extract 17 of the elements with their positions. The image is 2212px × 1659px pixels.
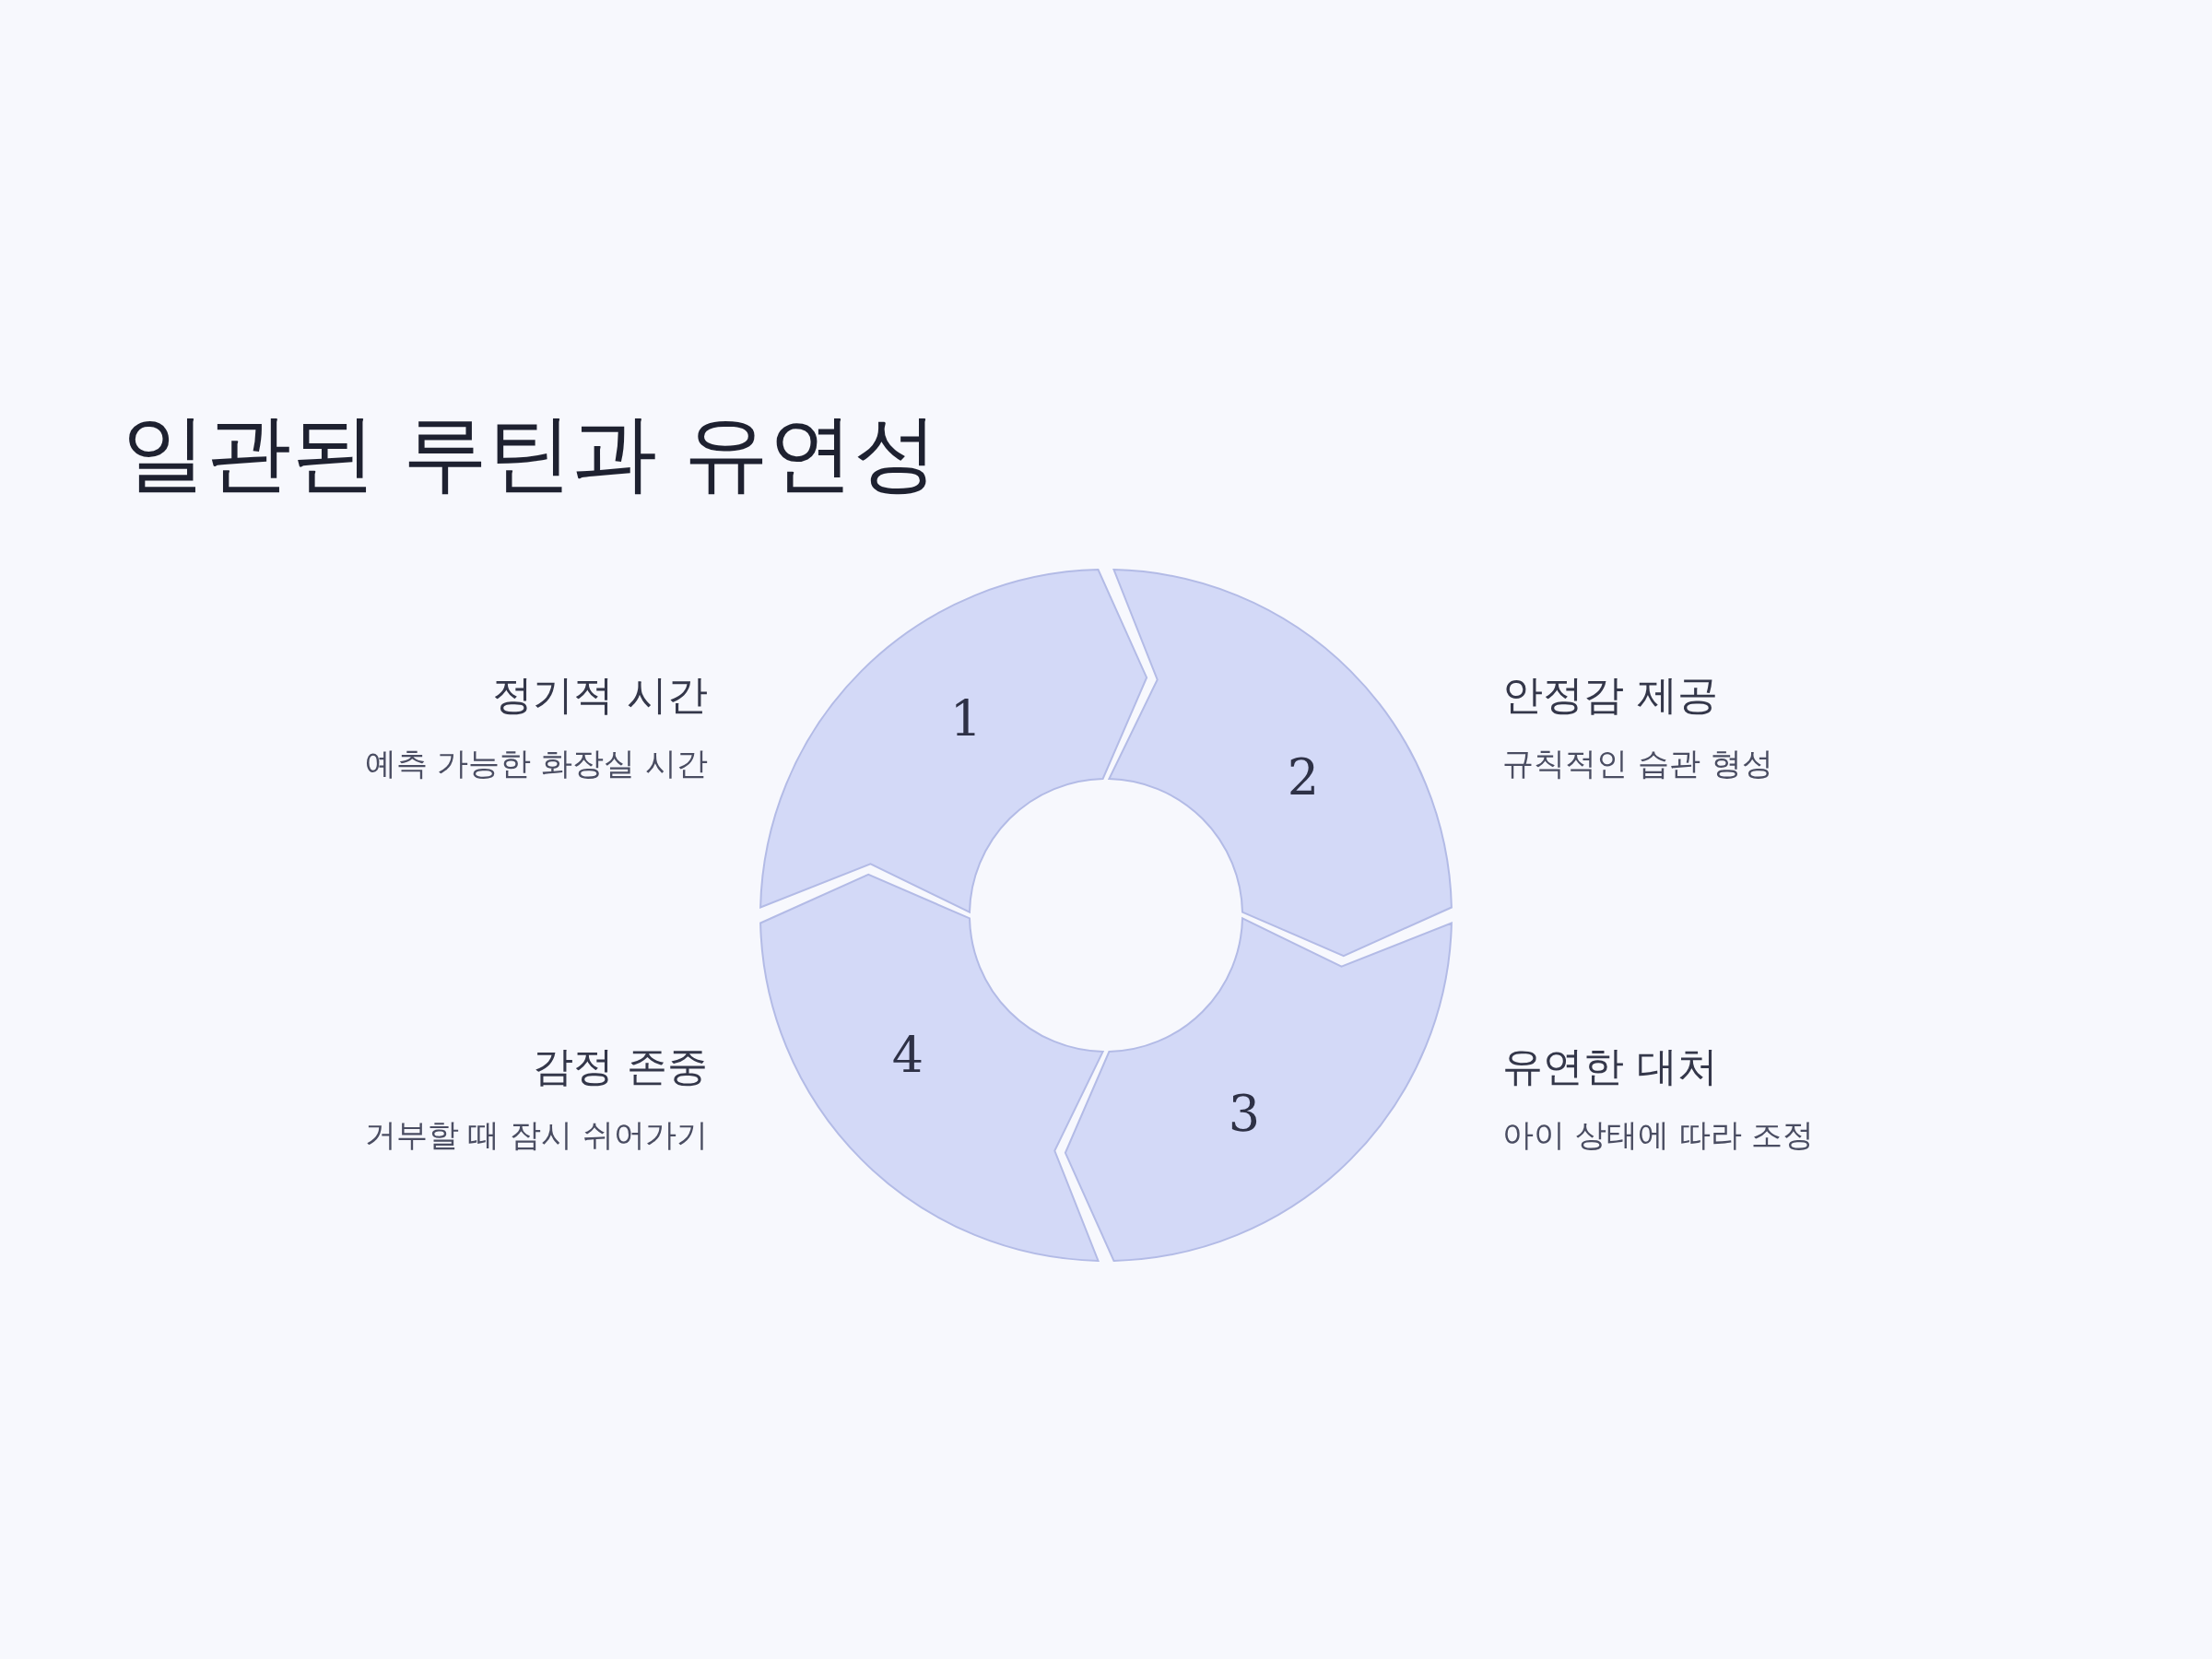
step-number: 2 xyxy=(1287,748,1320,806)
step-description: 규칙적인 습관 형성 xyxy=(1502,744,1773,783)
step-heading: 정기적 시간 xyxy=(492,670,708,720)
step-heading: 안정감 제공 xyxy=(1502,670,1718,720)
step-number: 4 xyxy=(891,1027,924,1085)
step-description: 거부할 때 잠시 쉬어가기 xyxy=(364,1115,708,1155)
cycle-segment xyxy=(759,569,1148,913)
title: 일관된 루틴과 유연성 xyxy=(122,403,939,504)
cycle-segment xyxy=(1064,917,1453,1262)
step-heading: 감정 존중 xyxy=(533,1041,708,1091)
cycle-segment xyxy=(1108,569,1453,958)
step-number: 3 xyxy=(1228,1085,1261,1143)
step-description: 아이 상태에 따라 조정 xyxy=(1502,1115,1815,1155)
step-description: 예측 가능한 화장실 시간 xyxy=(364,744,708,783)
step-number: 1 xyxy=(949,690,982,748)
cycle-segment xyxy=(759,873,1104,1262)
step-heading: 유연한 대처 xyxy=(1502,1041,1718,1091)
